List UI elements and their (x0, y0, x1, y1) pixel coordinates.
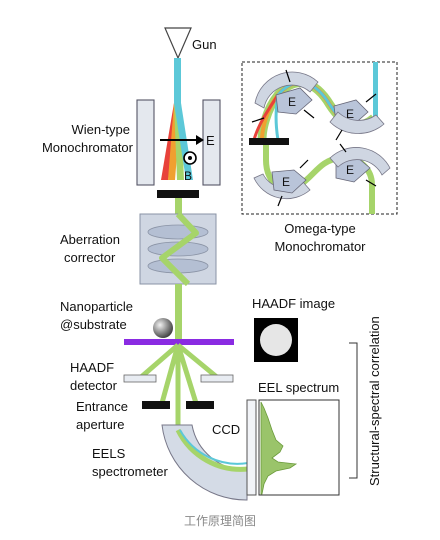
omega-monochromator-inset (241, 61, 398, 215)
wien-energy-slit (157, 190, 199, 198)
haadf-detector-label-line1: HAADF (70, 360, 114, 375)
eels-label-line1: EELS (92, 446, 126, 461)
nano-label-line1: Nanoparticle (60, 299, 133, 314)
haadf-image-label: HAADF image (252, 296, 335, 311)
haadf-detector-right (200, 374, 234, 383)
ccd-label: CCD (212, 422, 240, 437)
entrance-aperture-left (142, 401, 170, 409)
eel-spectrum-panel (258, 399, 340, 496)
ccd-detector (246, 399, 257, 496)
omega-e-label-3: E (282, 175, 290, 189)
wien-monochromator (136, 99, 221, 198)
eels-label-line2: spectrometer (92, 464, 169, 479)
beam-green-column (175, 198, 182, 220)
omega-e-label-2: E (346, 107, 354, 121)
beam-cyan-upper (174, 58, 181, 103)
haadf-image-particle (260, 324, 292, 356)
electron-gun (164, 27, 192, 60)
eel-spectrum-label: EEL spectrum (258, 380, 339, 395)
correlation-label: Structural-spectral correlation (367, 316, 382, 486)
haadf-detector-label-line2: detector (70, 378, 118, 393)
scattered-beams (138, 343, 220, 430)
aberration-label-line1: Aberration (60, 232, 120, 247)
gun-label: Gun (192, 37, 217, 52)
nano-label-line2: @substrate (60, 317, 127, 332)
wien-label-line2: Monochromator (42, 140, 134, 155)
figure-caption: 工作原理简图 (184, 514, 256, 528)
beam-green-lower (175, 284, 182, 340)
omega-e-label-4: E (346, 163, 354, 177)
entrance-label-line1: Entrance (76, 399, 128, 414)
haadf-detector-left (123, 374, 157, 383)
omega-e-label-1: E (288, 95, 296, 109)
aberration-corrector (139, 211, 217, 287)
correlation-bracket (349, 342, 358, 479)
wien-b-label: B (184, 169, 192, 183)
omega-label-line2: Monochromator (274, 239, 366, 254)
entrance-aperture-right (186, 401, 214, 409)
wien-e-label: E (206, 133, 215, 148)
eels-spectrometer (161, 424, 249, 501)
entrance-label-line2: aperture (76, 417, 124, 432)
substrate (124, 339, 234, 345)
nanoparticle (153, 318, 173, 338)
aberration-label-line2: corrector (64, 250, 116, 265)
specimen (124, 318, 234, 345)
wien-label-line1: Wien-type (71, 122, 130, 137)
omega-label-line1: Omega-type (284, 221, 356, 236)
